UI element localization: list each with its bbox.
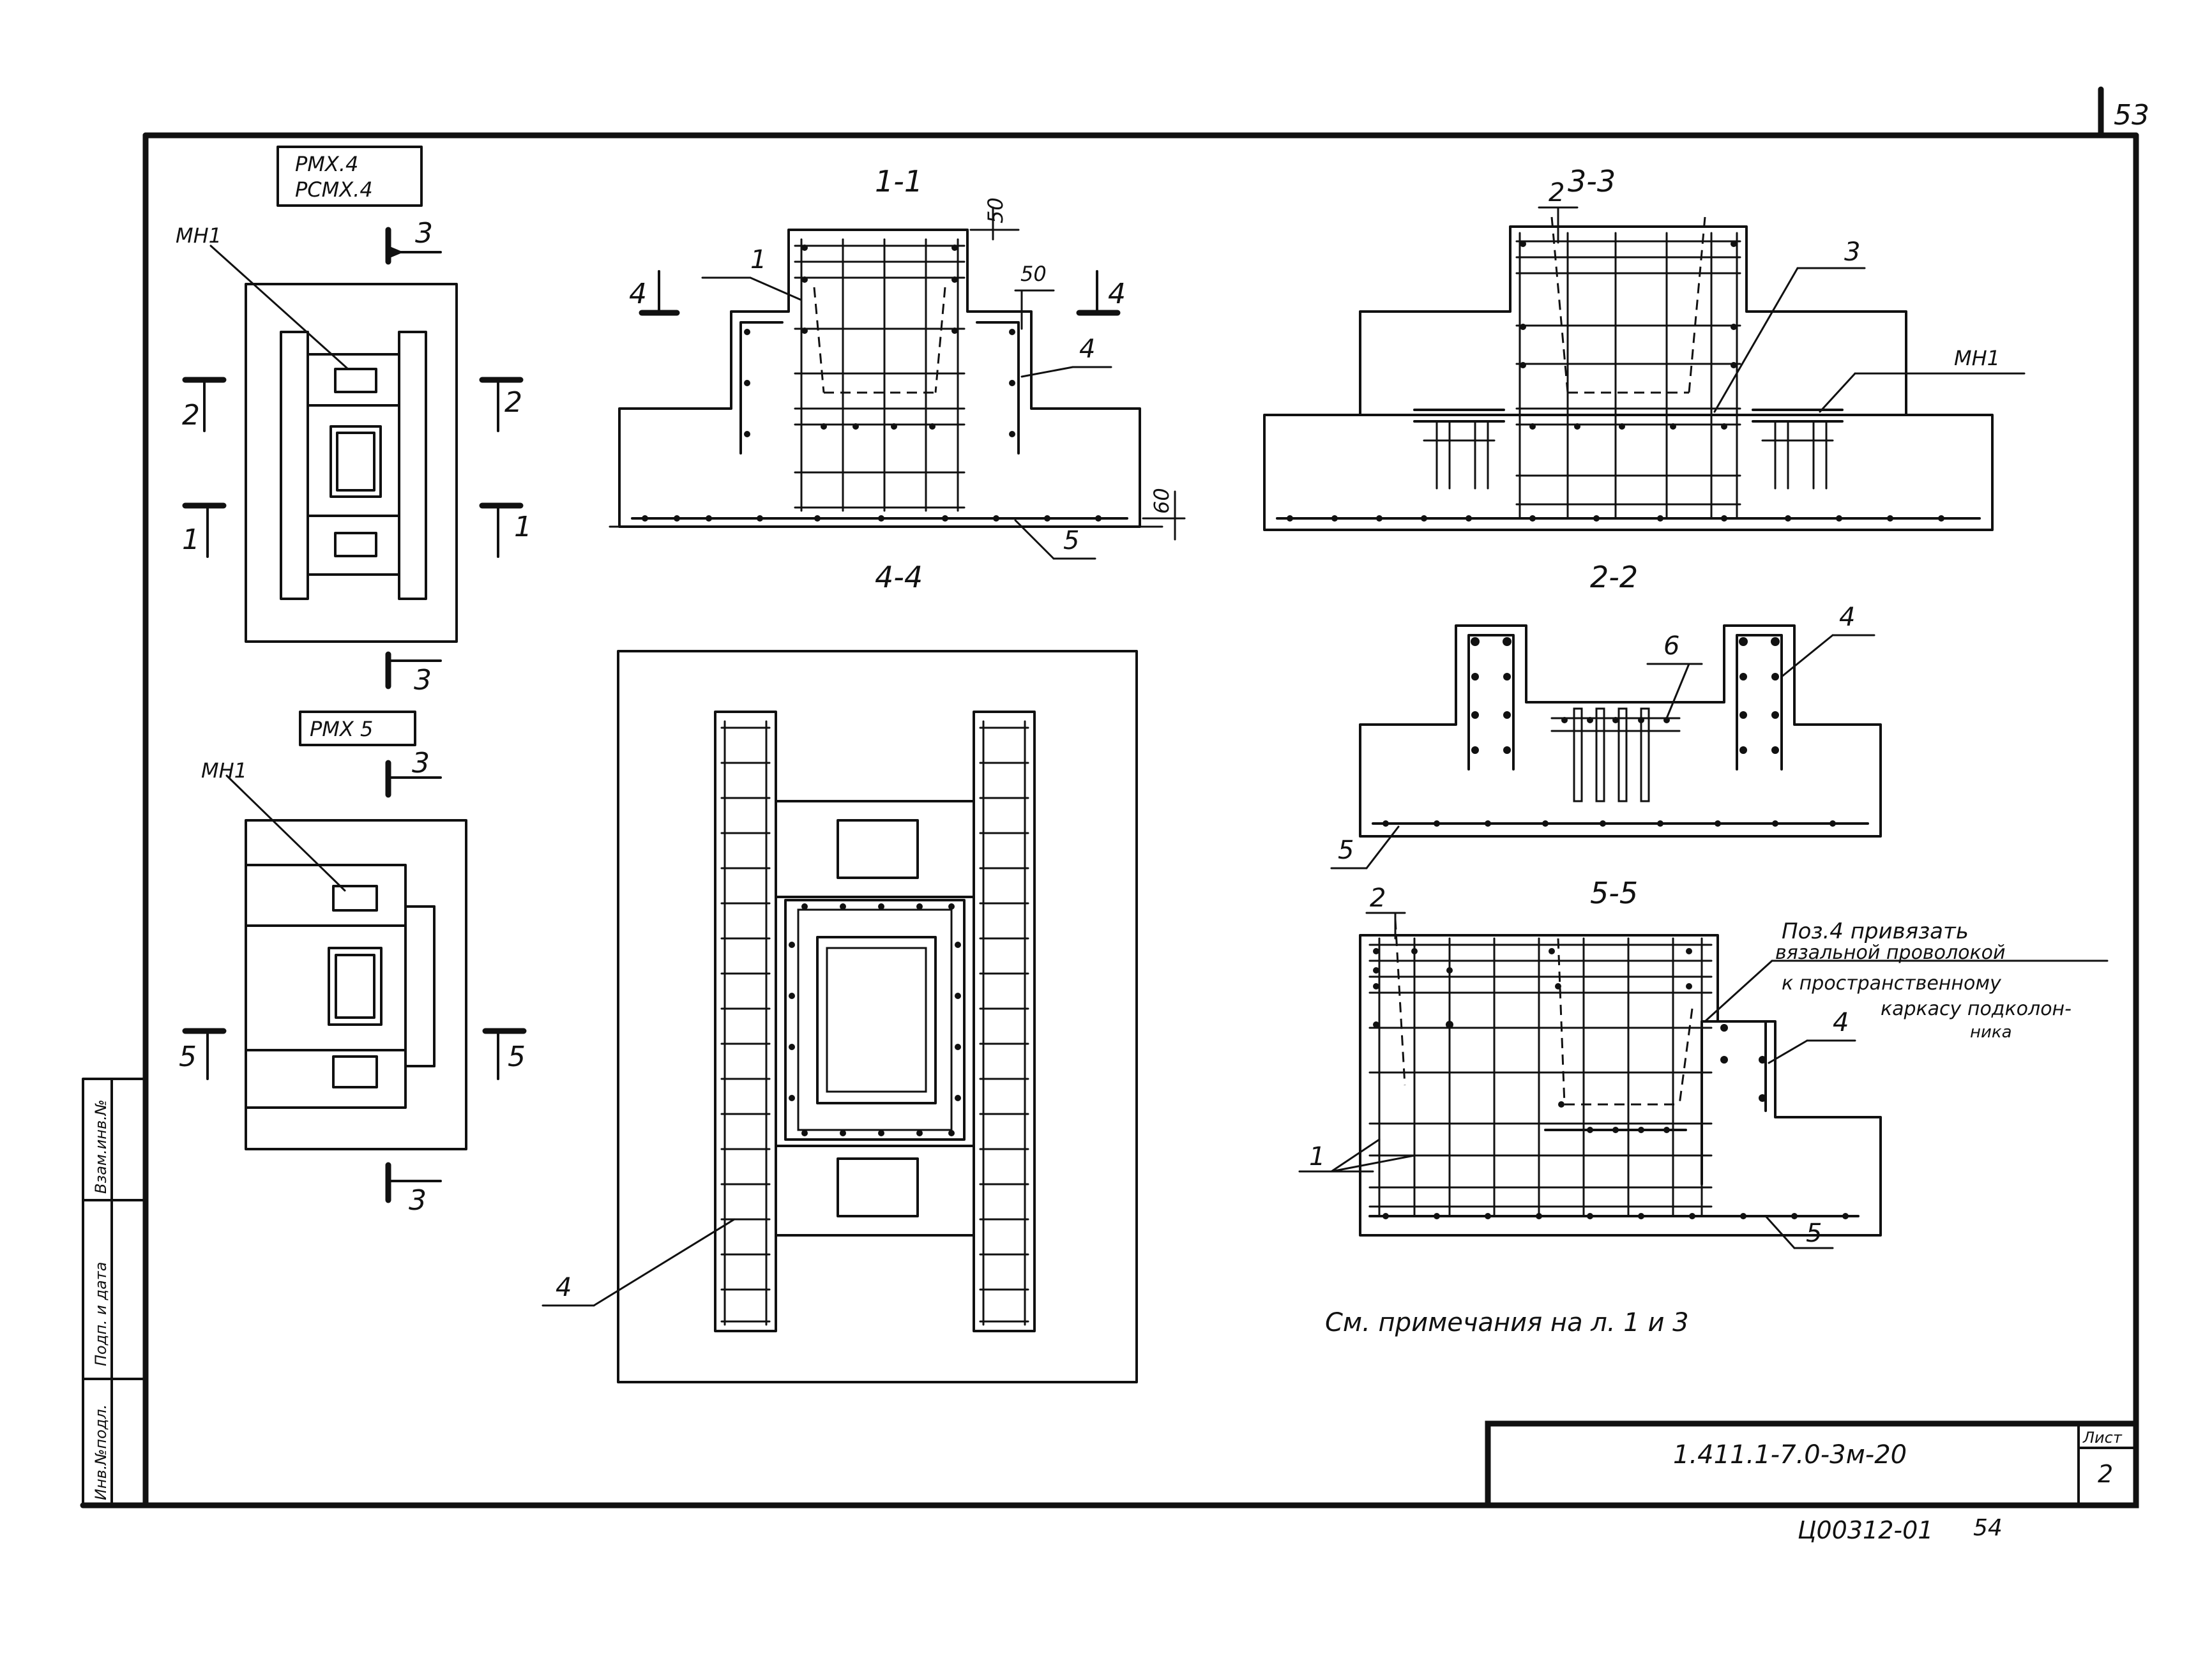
section-1-1-bar-dots (642, 245, 1102, 522)
section-1-1-cut4-right: 4 (1108, 278, 1126, 310)
title-block-sheet-label: Лист (2082, 1429, 2123, 1447)
section-2-2-pos5: 5 (1338, 836, 1354, 865)
section-4-4: 4-4 (542, 560, 1138, 1383)
section-5-5-note-1: Поз.4 привязать (1782, 919, 1969, 944)
section-3-3-title: 3-3 (1568, 164, 1616, 199)
section-5-5-pos1: 1 (1309, 1142, 1325, 1171)
title-block: 1.411.1-7.0-3м-20 Лист 2 (1485, 1420, 2139, 1509)
title-block-sheet-number: 2 (2098, 1460, 2113, 1488)
section-5-5-note-4: каркасу подколон- (1881, 998, 2072, 1020)
general-note: См. примечания на л. 1 и 3 (1325, 1308, 1689, 1337)
stamp-inv-podl: Инв.№подл. (92, 1404, 110, 1500)
section-1-1-cut4-left: 4 (629, 278, 647, 310)
section-4-4-bar-dots (789, 903, 961, 1136)
section-1-1-dim-top: 50 (983, 197, 1008, 223)
section-1-1: 1-1 (609, 164, 1186, 560)
side-stamp: Инв.№подл. Подп. и дата Взам.инв.№ (82, 1078, 147, 1507)
plan-top-cut2-left: 2 (182, 399, 200, 432)
section-4-4-stirrups (720, 726, 1029, 1323)
plan-bottom-cut5-right: 5 (508, 1041, 526, 1073)
plan-top-cut2-right: 2 (504, 386, 522, 419)
section-5-5-pos4: 4 (1833, 1008, 1849, 1037)
section-5-5-note-5: ника (1970, 1023, 2012, 1042)
section-3-3: 3-3 (1263, 164, 2026, 531)
plan-top-cut3-bottom: 3 (414, 664, 432, 696)
section-3-3-bar-dots (1287, 241, 1944, 522)
section-2-2-bar-dots (1382, 637, 1836, 827)
section-2-2-pos6: 6 (1663, 631, 1679, 661)
archive-number: Ц00312-01 (1798, 1516, 1933, 1544)
section-5-5-bar-dots (1373, 948, 1849, 1219)
section-5-5: 5-5 (1298, 876, 2109, 1249)
plan-bottom: РМХ 5 МН1 3 3 5 5 (179, 711, 527, 1217)
plan-bottom-cut3-bottom: 3 (409, 1184, 427, 1217)
plan-top-cut1-right: 1 (514, 511, 532, 543)
section-5-5-pos2: 2 (1370, 884, 1386, 913)
section-1-1-pos4: 4 (1079, 335, 1095, 364)
archive-page: 54 (1973, 1515, 2003, 1541)
section-1-1-dim-bottom: 60 (1149, 488, 1174, 514)
plan-bottom-tag: РМХ 5 (310, 717, 373, 741)
title-block-code: 1.411.1-7.0-3м-20 (1673, 1440, 1907, 1470)
plan-bottom-cut5-left: 5 (179, 1041, 197, 1073)
section-2-2-title: 2-2 (1590, 560, 1638, 594)
plan-top-tag-2: РСМХ.4 (295, 177, 373, 202)
section-5-5-pos5: 5 (1806, 1219, 1822, 1248)
section-1-1-pos5: 5 (1063, 526, 1079, 555)
section-3-3-pos3: 3 (1844, 237, 1860, 267)
section-1-1-title: 1-1 (875, 164, 923, 199)
section-4-4-pos4: 4 (556, 1273, 572, 1302)
section-4-4-title: 4-4 (875, 560, 923, 594)
section-3-3-pos2: 2 (1549, 178, 1564, 207)
section-2-2-pos4: 4 (1839, 603, 1855, 632)
plan-bottom-cut3-top: 3 (412, 747, 430, 779)
section-3-3-insert-label: МН1 (1954, 346, 2000, 370)
section-5-5-note-2: вязальной проволокой (1775, 942, 2005, 964)
section-2-2: 2-2 4 (1330, 560, 1882, 869)
section-5-5-title: 5-5 (1590, 876, 1638, 910)
stamp-podp-data: Подп. и дата (92, 1262, 110, 1367)
section-5-5-note-3: к пространственному (1782, 972, 2002, 995)
plan-top-cut3-top: 3 (415, 217, 433, 250)
sheet-corner-number: 53 (2114, 99, 2149, 132)
plan-top-tag-1: РМХ.4 (295, 152, 358, 176)
plan-top-insert-label: МН1 (176, 223, 222, 248)
section-1-1-dim-side: 50 (1020, 262, 1047, 286)
plan-top: РМХ.4 РСМХ.4 МН1 3 3 2 2 1 1 (176, 146, 532, 696)
section-1-1-pos1: 1 (750, 245, 766, 275)
plan-bottom-insert-label: МН1 (201, 758, 247, 783)
stamp-vzam-inv: Взам.инв.№ (92, 1099, 110, 1194)
plan-top-cut1-left: 1 (182, 523, 200, 556)
